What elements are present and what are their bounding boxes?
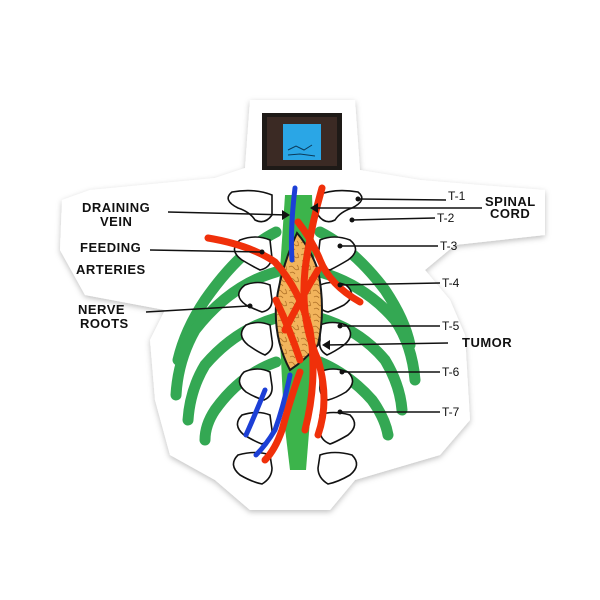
vertebra-label-t3: T-3 bbox=[440, 239, 458, 253]
pointer-dot bbox=[337, 282, 343, 288]
pointer-dot bbox=[259, 249, 265, 255]
nerve-roots-label-line2: ROOTS bbox=[80, 316, 129, 331]
vertebra-label-t7: T-7 bbox=[442, 405, 460, 419]
vertebra-label-t2: T-2 bbox=[437, 211, 455, 225]
pointer-dot bbox=[337, 409, 343, 415]
pointer-dot bbox=[247, 303, 253, 309]
pointer-dot bbox=[337, 323, 343, 329]
vertebra-label-t1: T-1 bbox=[448, 189, 466, 203]
pointer-dot bbox=[337, 243, 343, 249]
spinal-cord-label-line1: SPINAL bbox=[485, 194, 536, 209]
pointer-dot bbox=[355, 196, 361, 202]
pointer-dot bbox=[339, 369, 345, 375]
pointer-lines bbox=[145, 198, 482, 413]
draining-vein-label-line2: VEIN bbox=[100, 214, 132, 229]
pointer-dot bbox=[349, 217, 355, 223]
feeding-arteries bbox=[204, 184, 364, 464]
vertebra-label-t6: T-6 bbox=[442, 365, 460, 379]
draining-vein bbox=[243, 185, 298, 458]
photo-thumbnail-icon bbox=[262, 113, 342, 170]
nerve-roots-label-line1: NERVE bbox=[78, 302, 125, 317]
draining-vein-label-line1: DRAINING bbox=[82, 200, 150, 215]
feeding-arteries-label-line2: ARTERIES bbox=[76, 262, 146, 277]
vertebra-label-t4: T-4 bbox=[442, 276, 460, 290]
feeding-arteries-label-line1: FEEDING bbox=[80, 240, 141, 255]
spinal-cord-label-line2: CORD bbox=[490, 206, 530, 221]
arrow-head bbox=[282, 210, 290, 220]
vertebra-label-t5: T-5 bbox=[442, 319, 460, 333]
tumor-label: TUMOR bbox=[462, 335, 512, 350]
arrow-head bbox=[322, 340, 330, 350]
arrow-head bbox=[310, 203, 318, 213]
